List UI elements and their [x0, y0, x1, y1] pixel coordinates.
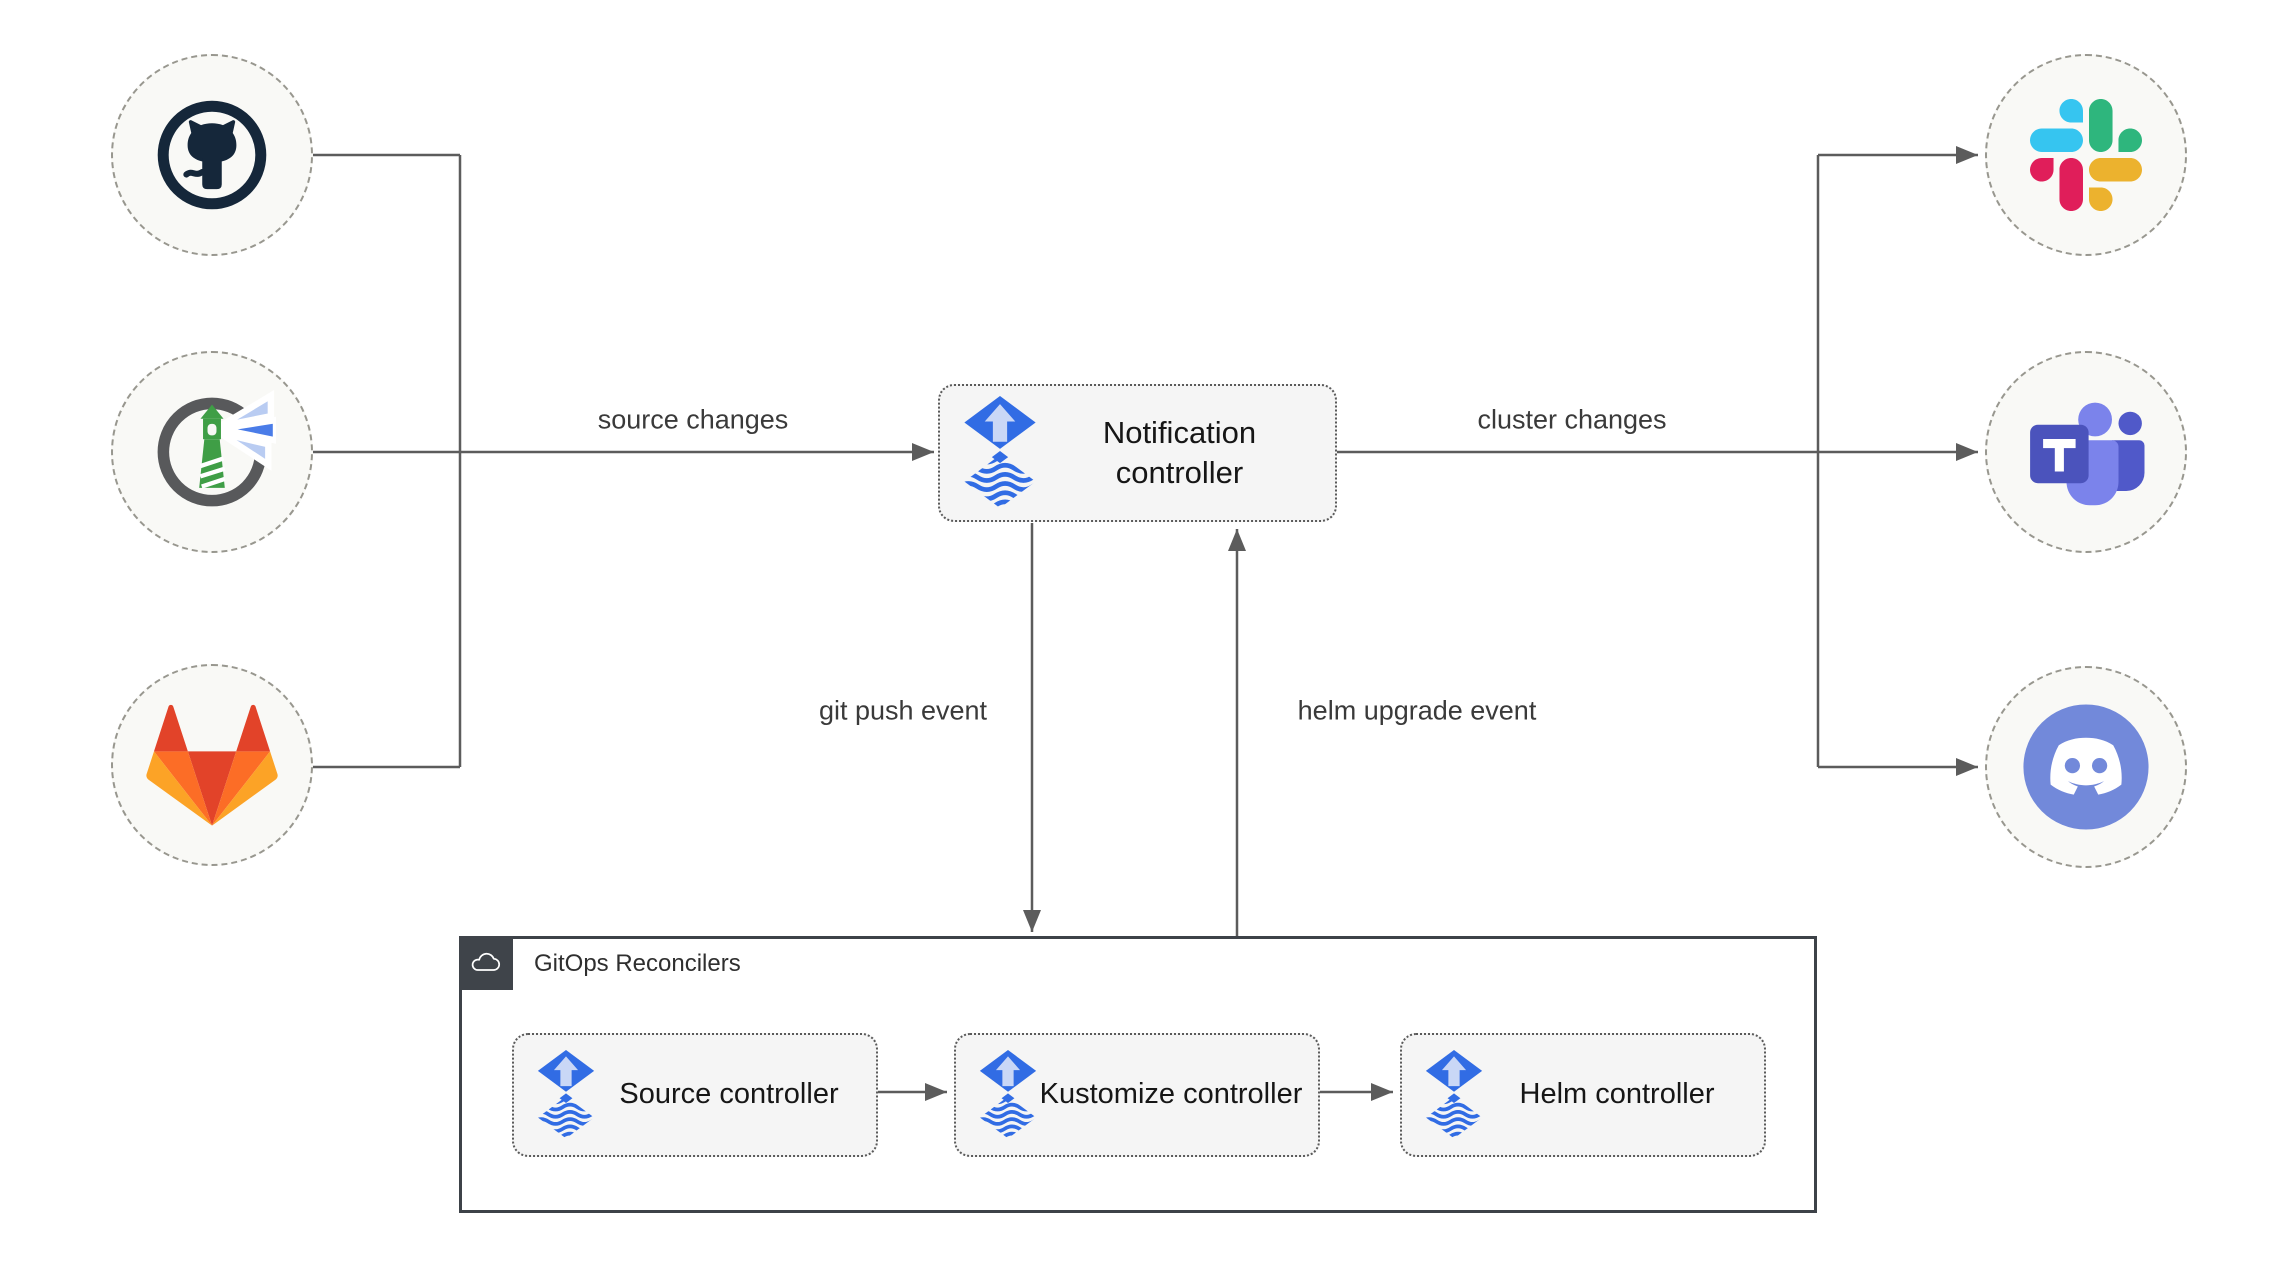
harbor-icon: [157, 390, 276, 507]
source-node-harbor: [111, 351, 313, 553]
flux-icon: [1424, 1050, 1484, 1140]
gitlab-icon: [146, 704, 278, 826]
edge-label-source-changes: source changes: [597, 404, 789, 435]
target-node-discord: [1985, 666, 2187, 868]
gitops-reconcilers-container: GitOps Reconcilers Source controller Kus…: [459, 936, 1817, 1213]
target-node-slack: [1985, 54, 2187, 256]
notification-controller-label: Notification controller: [1102, 415, 1257, 490]
container-title: GitOps Reconcilers: [534, 950, 741, 977]
discord-icon: [2023, 704, 2149, 830]
container-tab: [459, 936, 513, 990]
target-node-teams: [1985, 351, 2187, 553]
helm-controller-label: Helm controller: [1519, 1078, 1715, 1111]
source-node-gitlab: [111, 664, 313, 866]
kustomize-controller-node: Kustomize controller: [954, 1033, 1320, 1157]
helm-controller-node: Helm controller: [1400, 1033, 1766, 1157]
source-controller-node: Source controller: [512, 1033, 878, 1157]
flux-icon: [962, 396, 1038, 510]
source-controller-label: Source controller: [619, 1078, 839, 1111]
edge-label-helm-upgrade-event: helm upgrade event: [1297, 695, 1537, 726]
teams-icon: [2030, 402, 2145, 506]
github-icon: [157, 100, 267, 210]
flux-icon: [536, 1050, 596, 1140]
kustomize-controller-label: Kustomize controller: [1039, 1078, 1303, 1111]
edge-label-git-push-event: git push event: [818, 695, 988, 726]
source-node-github: [111, 54, 313, 256]
flux-icon: [978, 1050, 1038, 1140]
edge-label-cluster-changes: cluster changes: [1477, 404, 1667, 435]
cloud-icon: [471, 952, 500, 971]
slack-icon: [2030, 99, 2142, 211]
notification-controller-node: Notification controller: [938, 384, 1337, 522]
